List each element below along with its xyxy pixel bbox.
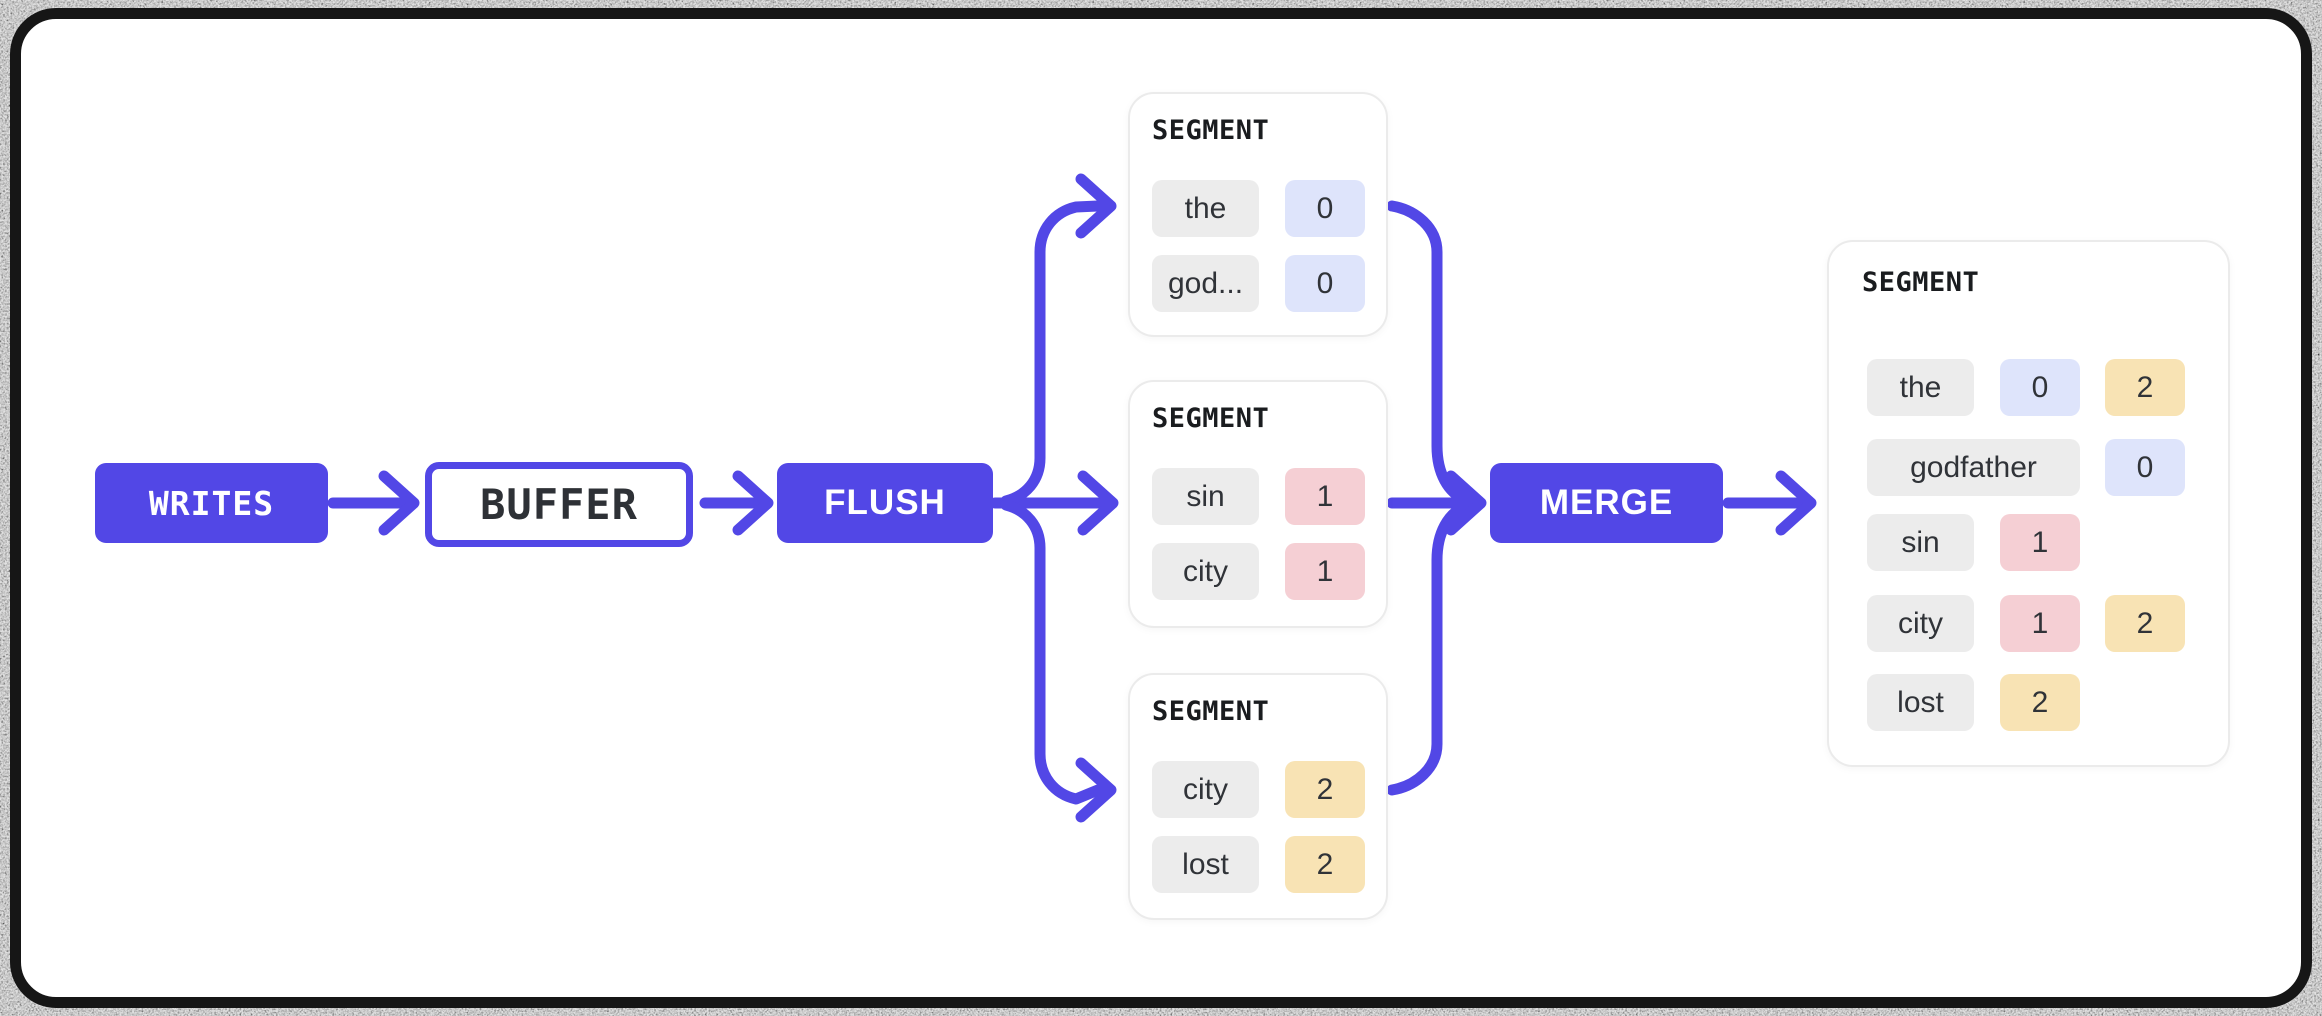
doc-chip: 1 (1285, 543, 1365, 600)
doc-chip: 0 (2105, 439, 2185, 496)
term-chip: city (1152, 761, 1259, 818)
segment-card-3: SEGMENT city 2 lost 2 (1128, 673, 1388, 920)
term-chip: the (1152, 180, 1259, 237)
arrow-flush-down-branch (1000, 499, 1104, 805)
segment-card-3-title: SEGMENT (1152, 696, 1270, 727)
arrow-converge-top (1386, 200, 1472, 506)
arrow-merge-to-segment-head (1775, 470, 1817, 536)
merged-segment-title: SEGMENT (1862, 267, 1980, 298)
doc-chip: 2 (2105, 359, 2185, 416)
buffer-node: BUFFER (425, 462, 693, 547)
merged-segment-card: SEGMENT the 0 2 godfather 0 sin 1 city 1… (1827, 240, 2230, 767)
doc-chip: 0 (1285, 255, 1365, 312)
arrow-flush-down-head (1075, 757, 1117, 823)
term-chip: god... (1152, 255, 1259, 312)
arrow-buffer-to-flush-head (732, 470, 774, 536)
segment-card-1-title: SEGMENT (1152, 115, 1270, 146)
doc-chip: 2 (2000, 674, 2080, 731)
term-chip: godfather (1867, 439, 2080, 496)
merge-node: MERGE (1490, 463, 1723, 543)
arrow-flush-middle-head (1077, 470, 1119, 536)
term-chip: the (1867, 359, 1974, 416)
term-chip: city (1867, 595, 1974, 652)
term-chip: lost (1867, 674, 1974, 731)
doc-chip: 1 (2000, 514, 2080, 571)
segment-card-1: SEGMENT the 0 god... 0 (1128, 92, 1388, 337)
doc-chip: 0 (1285, 180, 1365, 237)
flush-node: FLUSH (777, 463, 993, 543)
writes-node: WRITES (95, 463, 328, 543)
arrow-writes-to-buffer-head (378, 470, 420, 536)
term-chip: sin (1152, 468, 1259, 525)
doc-chip: 1 (2000, 595, 2080, 652)
term-chip: lost (1152, 836, 1259, 893)
arrow-converge-head (1445, 470, 1487, 536)
term-chip: sin (1867, 514, 1974, 571)
term-chip: city (1152, 543, 1259, 600)
arrow-converge-bottom (1386, 500, 1472, 796)
segment-card-2: SEGMENT sin 1 city 1 (1128, 380, 1388, 628)
segment-card-2-title: SEGMENT (1152, 403, 1270, 434)
doc-chip: 0 (2000, 359, 2080, 416)
doc-chip: 2 (1285, 836, 1365, 893)
doc-chip: 1 (1285, 468, 1365, 525)
arrow-flush-up-branch (1000, 200, 1104, 507)
doc-chip: 2 (1285, 761, 1365, 818)
doc-chip: 2 (2105, 595, 2185, 652)
arrow-flush-up-head (1075, 173, 1117, 239)
